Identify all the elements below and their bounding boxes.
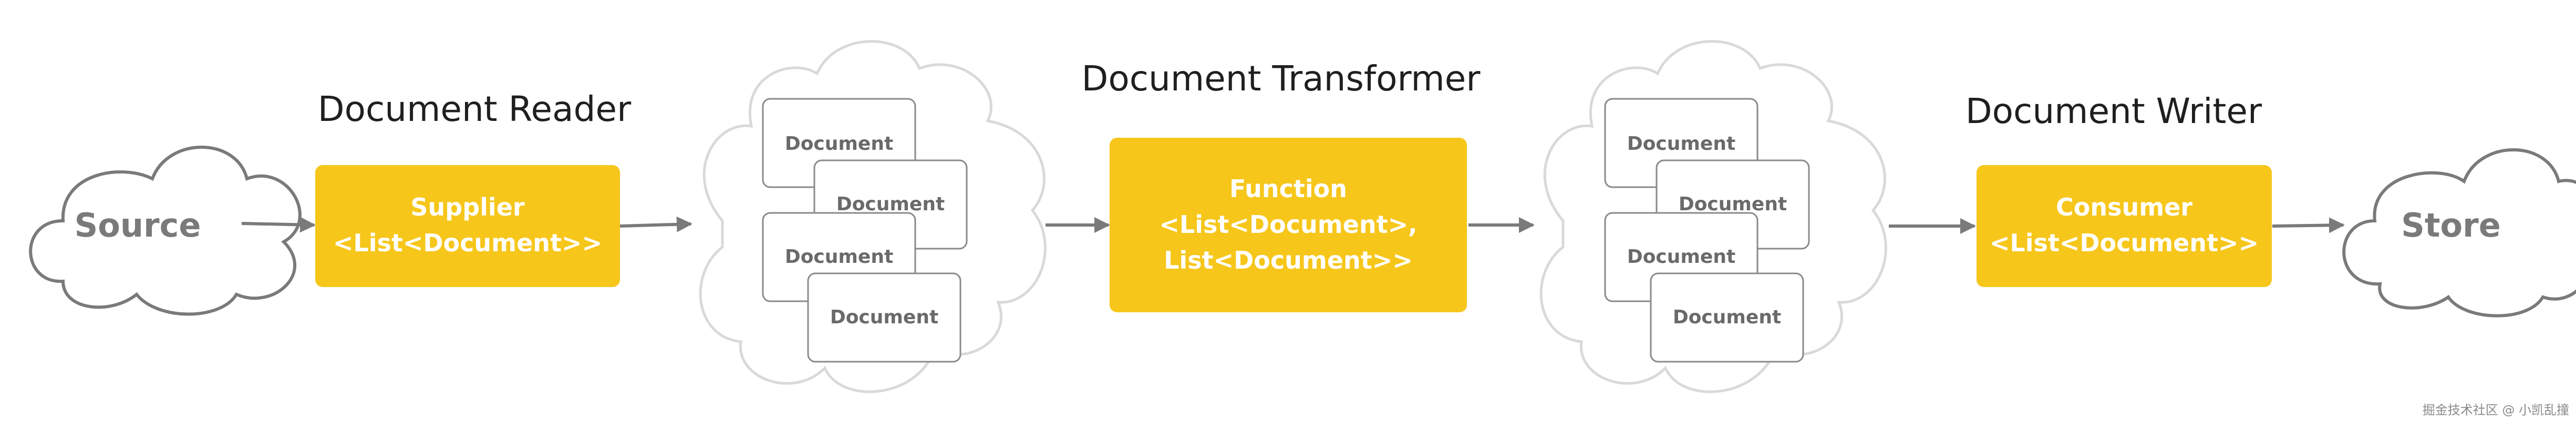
function-input-type-label: <List<Document>, — [1159, 210, 1417, 239]
supplier-label: Supplier — [410, 193, 524, 221]
document-label: Document — [785, 246, 893, 268]
heading-document-reader: Document Reader — [318, 89, 632, 129]
source-cloud: Source — [29, 146, 302, 316]
heading-document-transformer: Document Transformer — [1082, 58, 1481, 99]
heading-document-writer: Document Writer — [1965, 91, 2262, 131]
consumer-label: Consumer — [2056, 193, 2192, 221]
function-output-type-label: List<Document>> — [1164, 246, 1413, 274]
function-label: Function — [1229, 175, 1347, 203]
consumer-type-label: <List<Document>> — [1990, 229, 2259, 257]
source-label: Source — [75, 206, 201, 244]
store-label: Store — [2401, 206, 2501, 244]
document-label: Document — [1673, 307, 1781, 328]
documents-cloud-output: Document Document Document Document — [1539, 40, 1887, 393]
store-cloud: Store — [2342, 148, 2576, 318]
document-label: Document — [785, 133, 893, 155]
function-box: Function <List<Document>, List<Document>… — [1110, 138, 1467, 312]
document-label: Document — [830, 307, 938, 328]
arrow-source-to-supplier — [241, 217, 316, 233]
document-label: Document — [1627, 133, 1735, 155]
document-label: Document — [1627, 246, 1735, 268]
document-card: Document — [807, 272, 961, 363]
arrow-consumer-to-store — [2272, 217, 2345, 233]
watermark-text: 掘金技术社区 @ 小凯乱撞 — [2423, 403, 2569, 417]
supplier-box: Supplier <List<Document>> — [315, 165, 620, 287]
documents-cloud-input: Document Document Document Document — [699, 40, 1047, 393]
document-label: Document — [836, 193, 945, 215]
document-label: Document — [1679, 193, 1787, 215]
arrow-supplier-to-documents — [619, 216, 692, 232]
consumer-box: Consumer <List<Document>> — [1977, 165, 2272, 287]
document-card: Document — [1650, 272, 1804, 363]
supplier-type-label: <List<Document>> — [333, 229, 602, 257]
